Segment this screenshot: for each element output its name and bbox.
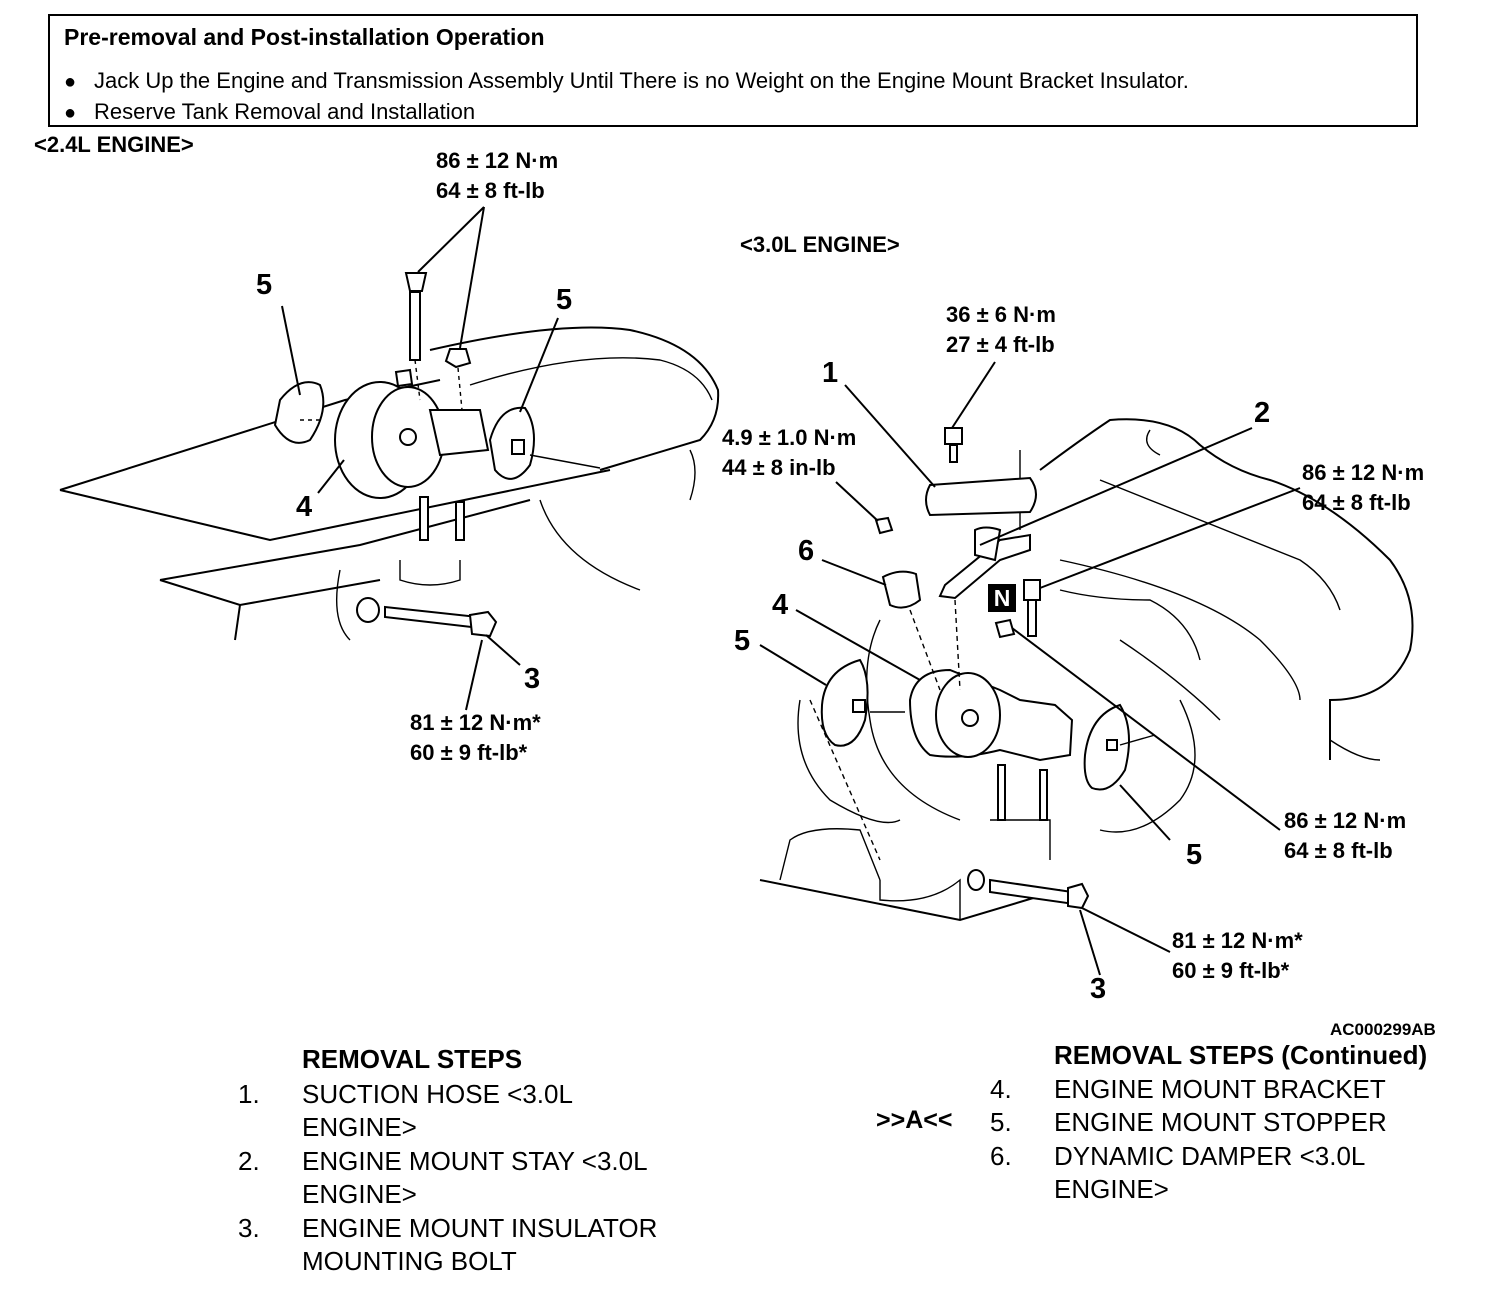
torque-30-nut: 86 ± 12 N·m 64 ± 8 ft-lb <box>1284 808 1407 863</box>
callout-24-4: 4 <box>296 491 313 523</box>
torque-30-right: 86 ± 12 N·m 64 ± 8 ft-lb <box>1302 460 1425 515</box>
step-item: 3. ENGINE MOUNT INSULATOR MOUNTING BOLT <box>238 1213 658 1276</box>
step-item: 2. ENGINE MOUNT STAY <3.0L ENGINE> <box>238 1146 647 1209</box>
torque-30-damper: 4.9 ± 1.0 N·m 44 ± 8 in-lb <box>722 425 857 480</box>
step-item: 4. ENGINE MOUNT BRACKET <box>990 1074 1386 1104</box>
torque-30-bolt: 81 ± 12 N·m* 60 ± 9 ft-lb* <box>1172 928 1303 983</box>
torque-24-top: 86 ± 12 N·m 64 ± 8 ft-lb <box>436 148 559 203</box>
pre-operation-item: ●Jack Up the Engine and Transmission Ass… <box>64 68 1189 93</box>
callout-30-3: 3 <box>1090 973 1107 1005</box>
callout-30-2: 2 <box>1254 397 1271 429</box>
engine-24-outline <box>59 326 720 641</box>
pre-operation-item: ●Reserve Tank Removal and Installation <box>64 99 476 124</box>
engine-30-outline <box>759 418 1414 922</box>
callout-30-6: 6 <box>798 535 815 567</box>
callout-30-4: 4 <box>772 589 789 621</box>
step-item: 6. DYNAMIC DAMPER <3.0L ENGINE> <box>990 1141 1365 1204</box>
step-item: 5. ENGINE MOUNT STOPPER <box>990 1107 1387 1137</box>
bullet-icon: ● <box>64 102 77 124</box>
callout-24-5a: 5 <box>256 269 273 301</box>
torque-24-bolt: 81 ± 12 N·m* 60 ± 9 ft-lb* <box>410 710 541 765</box>
engine-24-mount <box>273 272 601 638</box>
figure-code: AC000299AB <box>1330 1020 1436 1039</box>
callout-30-5a: 5 <box>734 625 751 657</box>
callout-30-1: 1 <box>822 357 839 389</box>
callout-24-3: 3 <box>524 663 541 695</box>
removal-steps-continued-title: REMOVAL STEPS (Continued) <box>1054 1040 1428 1070</box>
bullet-icon: ● <box>64 71 77 93</box>
leader-lines-24 <box>281 206 559 711</box>
engine-24-label: <2.4L ENGINE> <box>34 132 194 157</box>
step-item: 1. SUCTION HOSE <3.0L ENGINE> <box>238 1079 572 1142</box>
engine-30-parts <box>809 427 1156 910</box>
pre-operation-title: Pre-removal and Post-installation Operat… <box>64 24 545 50</box>
n-mark-badge: N <box>988 584 1016 612</box>
removal-steps-title: REMOVAL STEPS <box>302 1044 523 1074</box>
callout-30-5b: 5 <box>1186 839 1203 871</box>
service-point-marker: >>A<< <box>876 1106 953 1134</box>
torque-30-stay: 36 ± 6 N·m 27 ± 4 ft-lb <box>946 302 1056 357</box>
leader-lines-30 <box>759 361 1301 976</box>
callout-24-5b: 5 <box>556 284 573 316</box>
pre-operation-box: Pre-removal and Post-installation Operat… <box>48 14 1418 127</box>
engine-30-label: <3.0L ENGINE> <box>740 232 900 257</box>
